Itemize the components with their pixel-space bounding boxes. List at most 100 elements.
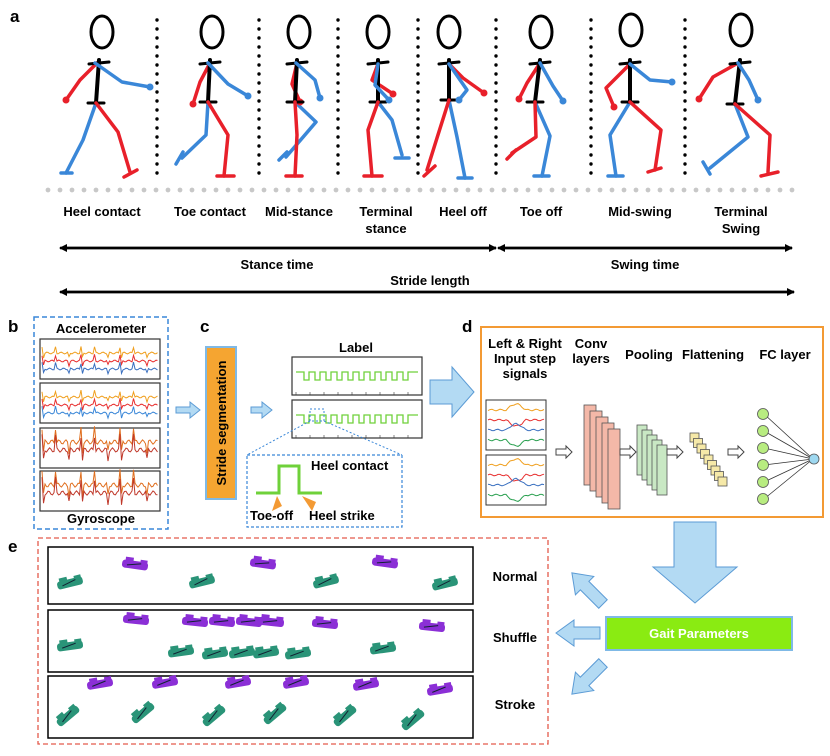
heel-contact-label: Heel contact [311, 458, 389, 473]
left-hand [385, 96, 393, 104]
toe-off-label: Toe-off [250, 508, 294, 523]
separator-dot [336, 27, 340, 31]
foot-toe [227, 616, 235, 623]
foot-heel [170, 645, 179, 653]
footprint [57, 574, 83, 590]
footprint [228, 645, 256, 659]
plot-frame [39, 338, 161, 380]
fc-connection [763, 430, 814, 460]
separator-dot [257, 144, 261, 148]
left-foot [701, 160, 712, 176]
foot-heel [125, 556, 134, 564]
right-arm [604, 62, 632, 109]
left-leg [284, 100, 318, 159]
foot-toe [205, 573, 214, 580]
input-trace [487, 422, 545, 432]
separator-dot [257, 63, 261, 67]
separator-dot [257, 45, 261, 49]
right-arm [191, 61, 212, 106]
signal-trace [41, 426, 158, 454]
foot-line [207, 650, 221, 657]
cnn-architecture [555, 404, 820, 510]
ground-dot [369, 187, 375, 193]
separator-dot [683, 72, 687, 76]
phase-label-heel-contact: Heel contact [63, 204, 141, 219]
footprint [55, 703, 80, 727]
separator-dot [257, 99, 261, 103]
left-leg [533, 100, 552, 178]
left-arm [373, 62, 391, 102]
foot-toe [219, 646, 227, 653]
separator-dot [416, 18, 420, 22]
foot-heel [190, 575, 200, 584]
foot-line [208, 710, 218, 723]
sensor-plot-2 [39, 382, 161, 424]
separator-dot [155, 144, 159, 148]
separator-dot [416, 81, 420, 85]
ground-dot [609, 187, 615, 193]
foot-line [254, 562, 270, 565]
right-leg [628, 100, 663, 172]
foot-line [186, 620, 202, 623]
head [618, 12, 644, 48]
stick-figure-7 [604, 12, 676, 178]
separator-dot [257, 153, 261, 157]
layer-arrow [619, 444, 637, 460]
phase-label-toe-contact: Toe contact [174, 204, 247, 219]
separator-dot [494, 81, 498, 85]
foot-line [437, 580, 451, 588]
separator-dot [257, 72, 261, 76]
foot-line [62, 710, 72, 723]
foot-toe [142, 700, 152, 710]
footprint [86, 676, 114, 690]
foot-sole [401, 709, 425, 731]
ground-dot [525, 187, 531, 193]
separator-dot [683, 63, 687, 67]
foot-line [230, 679, 244, 686]
separator-dot [336, 36, 340, 40]
flattening-label: Flattening [682, 347, 744, 362]
ground-dot [237, 187, 243, 193]
foot-heel [428, 683, 438, 691]
stick-figure-8 [695, 12, 780, 178]
separator-dot [155, 63, 159, 67]
right-leg [510, 100, 538, 155]
foot-toe [141, 614, 149, 621]
stick-figure-2 [174, 14, 252, 178]
footprint [224, 675, 252, 689]
ground-dot [669, 187, 675, 193]
foot-heel [204, 647, 213, 655]
right-leg [733, 102, 772, 174]
separator-dot [155, 117, 159, 121]
separator-dot [416, 135, 420, 139]
flatten-unit [717, 476, 728, 487]
footprint [332, 703, 357, 727]
separator-dot [494, 144, 498, 148]
foot-toe [213, 703, 223, 713]
stick-figure-6 [505, 14, 567, 178]
foot-sole [131, 702, 155, 724]
head [199, 14, 225, 50]
fc-neuron [757, 408, 769, 420]
model-box [480, 326, 824, 518]
separator-dot [336, 81, 340, 85]
stick-figure-4 [362, 14, 411, 178]
signal-trace [41, 397, 158, 412]
separator-dot [589, 45, 593, 49]
separator-dot [155, 126, 159, 130]
footprint [167, 644, 195, 658]
separator-dot [589, 54, 593, 58]
right-arm [64, 61, 99, 102]
footprint [201, 646, 229, 660]
separator-dot [589, 27, 593, 31]
foot-heel [422, 618, 431, 626]
foot-heel [130, 708, 141, 719]
plot-frame [291, 399, 423, 439]
foot-line [157, 679, 171, 686]
foot-heel [255, 646, 264, 654]
foot-heel [262, 709, 273, 720]
ground-dot [249, 187, 255, 193]
signal-trace [41, 433, 158, 462]
shoulders [87, 60, 111, 66]
